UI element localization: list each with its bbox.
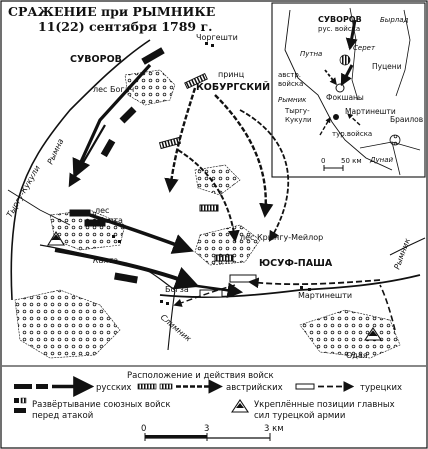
inset-martineshti-label: Мартинешти <box>345 107 396 116</box>
label-kaiata-forest-name: Каята <box>98 216 123 225</box>
map-title-line1: СРАЖЕНИЕ при РЫМНИКЕ <box>8 4 215 19</box>
inset-turk-troops-label: тур.войска <box>332 130 372 138</box>
label-river-rymnik: Рымник <box>392 237 412 271</box>
inset-putseni-label: Пуцени <box>372 62 402 71</box>
inset-rus-troops-label: рус. войска <box>318 25 360 33</box>
river-rymna <box>10 39 151 301</box>
forest-bottom-left <box>14 289 121 359</box>
legend-scale-km: 3 км <box>264 424 284 434</box>
legend-austrian: австрийских <box>226 383 283 393</box>
legend-fortified-line2: сил турецкой армии <box>254 411 345 421</box>
label-les-kryngu: лес Крынгу-Мейлор <box>240 233 323 242</box>
inset-scale-50: 50 км <box>341 157 362 165</box>
legend-heading: Расположение и действия войск <box>127 371 274 381</box>
forest-right <box>299 309 401 359</box>
label-yusuf-pasha: ЮСУФ-ПАША <box>259 258 333 269</box>
label-martineshti: Мартинешти <box>298 291 352 300</box>
austrian-forces <box>158 72 290 262</box>
legend-scale-three: 3 <box>204 424 209 434</box>
inset-fokshany-label: Фокшаны <box>326 93 364 102</box>
legend-scale-zero: 0 <box>141 424 146 434</box>
map-title-line2: 11(22) сентября 1789 г. <box>38 19 212 34</box>
legend: Расположение и действия войск русских ав… <box>2 365 426 441</box>
inset-tyrgu-label-1: Тыргу- <box>284 107 310 115</box>
inset-brailov-label: Браилов <box>390 115 423 124</box>
label-bogza: Богза <box>165 285 189 294</box>
label-suvorov: СУВОРОВ <box>70 54 122 65</box>
forests <box>14 69 401 359</box>
inset-suvorov-label: СУВОРОВ <box>318 15 362 24</box>
legend-deploy-line1: Развёртывание союзных войск <box>32 400 170 410</box>
inset-seret-label: Серет <box>353 44 376 52</box>
label-koburgsky: КОБУРГСКИЙ <box>196 81 270 93</box>
inset-austr-troops-label-1: австр. <box>278 71 301 79</box>
inset-rymnik-label: Рымник <box>278 96 307 104</box>
label-river-rymna: Рымна <box>46 137 66 166</box>
legend-deploy-line2: перед атакой <box>32 411 93 421</box>
label-les-kaiata: лес <box>95 206 109 215</box>
label-chorgeshti: Чоргешти <box>196 33 238 42</box>
russian-forces <box>54 47 244 298</box>
label-river-kaiata: Каята <box>93 256 118 265</box>
inset-map: СУВОРОВ рус. войска Бырлад Путна Серет П… <box>271 2 426 178</box>
label-river-slimnik: Слимник <box>159 313 193 344</box>
villages <box>112 42 311 305</box>
river-slimnik <box>167 289 176 351</box>
turkish-forces <box>173 274 396 331</box>
inset-austr-troops-label-2: войска <box>278 80 303 88</box>
inset-tyrgu-label-2: Кукули <box>285 116 312 124</box>
turkish-fortified-positions <box>47 230 383 341</box>
inset-putna-label: Путна <box>300 50 322 58</box>
legend-turkish: турецких <box>360 383 402 393</box>
forest-krynga <box>194 224 261 266</box>
inset-byrlad-label: Бырлад <box>380 16 409 24</box>
legend-russian: русских <box>96 383 131 393</box>
legend-fortified-line1: Укреплённые позиции главных <box>254 400 395 410</box>
river-right <box>389 237 426 256</box>
label-oday: Одая <box>346 351 368 360</box>
inset-dunai-label: Дунай <box>369 156 393 164</box>
inset-scale-zero: 0 <box>321 157 325 165</box>
label-prince: принц <box>218 70 245 79</box>
label-les-bogach: лес Богач <box>93 85 134 94</box>
